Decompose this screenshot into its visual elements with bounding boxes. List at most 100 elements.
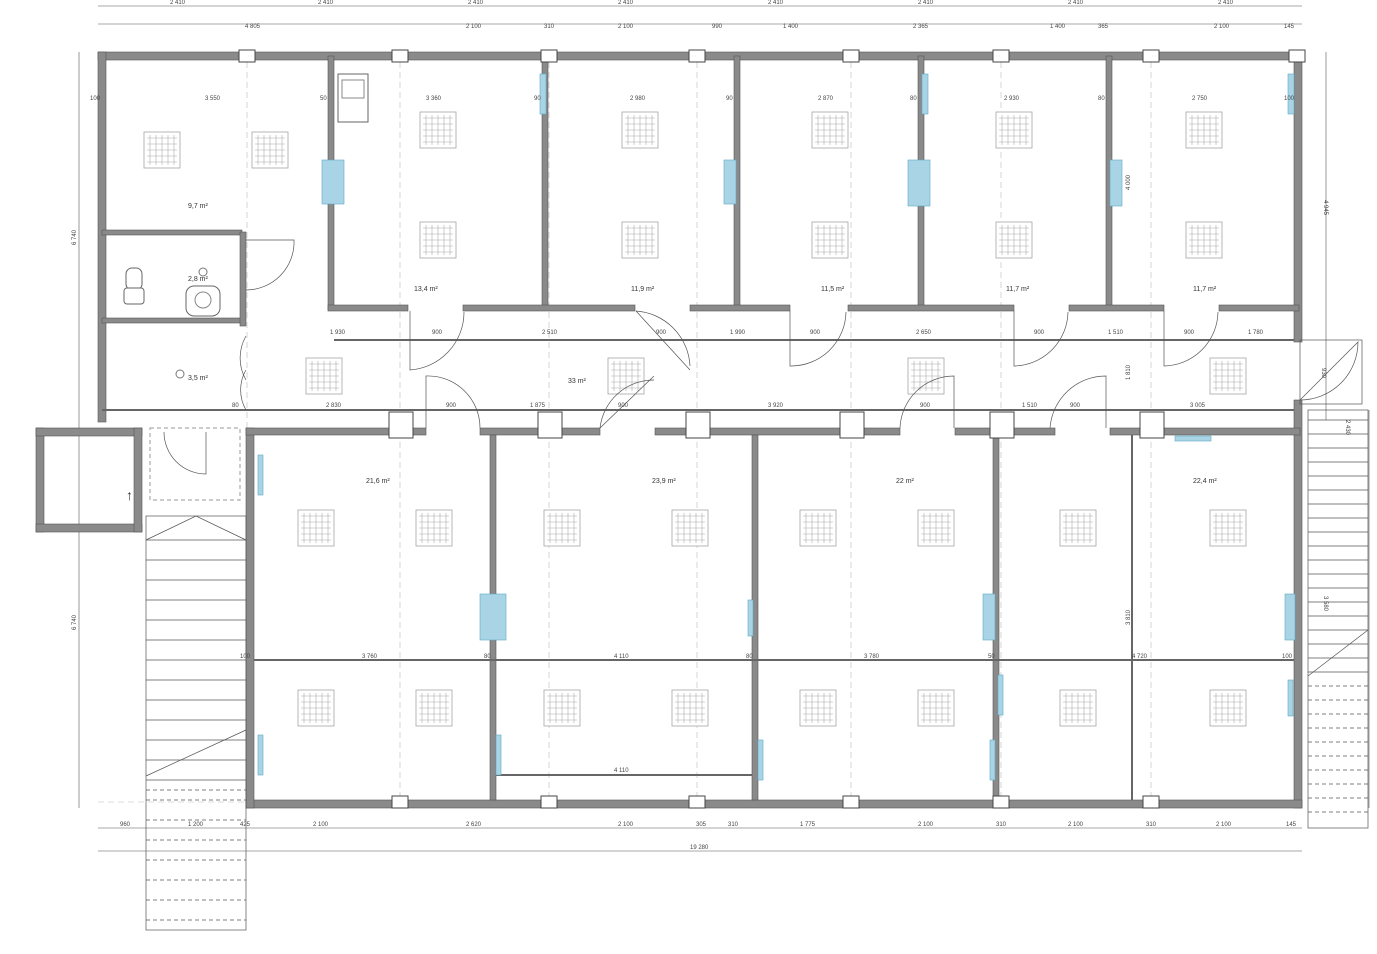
dim-label: 2 100 [618, 822, 634, 828]
skylight-window [415, 689, 453, 727]
dim-label: 2 930 [1004, 96, 1020, 102]
inner-dimension-labels: 100 3 550 50 3 360 90 2 980 90 2 870 80 … [90, 96, 1295, 774]
lower-partitions [102, 339, 1301, 801]
bottom-dimension-row: 960 1 200 425 2 100 2 620 2 100 305 310 … [120, 822, 1297, 851]
dim-label: 310 [544, 24, 555, 30]
dim-total-label: 19 280 [690, 845, 709, 851]
dim-label: 100 [90, 96, 101, 102]
dim-label: 145 [1286, 822, 1297, 828]
dim-label: 2 510 [542, 330, 558, 336]
dim-label: 425 [240, 822, 251, 828]
skylight-window [297, 509, 335, 547]
dim-label: 900 [810, 330, 821, 336]
area-wc: 2,8 m² [188, 276, 209, 283]
skylight-window [917, 509, 955, 547]
area-office-left: 9,7 m² [188, 203, 209, 210]
dim-label: 3 810 [1126, 609, 1132, 625]
dim-label: 2 100 [466, 24, 482, 30]
dim-label: 145 [1284, 24, 1295, 30]
dim-label: 310 [996, 822, 1007, 828]
dim-label: 365 [1098, 24, 1109, 30]
area-room-u5: 11,7 m² [1193, 286, 1217, 293]
dim-label: 90 [726, 96, 733, 102]
area-room-u2: 11,9 m² [631, 286, 655, 293]
skylight-window [419, 111, 457, 149]
dim-label: 900 [432, 330, 443, 336]
dim-label: 3 360 [426, 96, 442, 102]
dim-label: 2 620 [466, 822, 482, 828]
skylight-window [621, 111, 659, 149]
dim-label: 1 875 [530, 403, 546, 409]
skylight-window [995, 221, 1033, 259]
dim-label: 900 [446, 403, 457, 409]
dim-label: 50 [320, 96, 327, 102]
dim-label: 1 930 [330, 330, 346, 336]
dim-label: 990 [712, 24, 723, 30]
dim-label: 2 100 [618, 24, 634, 30]
dim-label: 2 410 [1218, 0, 1234, 6]
skylight-window [543, 509, 581, 547]
dim-label: 2 410 [618, 0, 634, 6]
area-room-l3: 22 m² [896, 478, 915, 485]
dim-label: 900 [1070, 403, 1081, 409]
dim-right-door: 930 [1320, 368, 1326, 379]
dim-label: 3 760 [362, 654, 378, 660]
dim-label: 4 720 [1132, 654, 1148, 660]
skylight-window [621, 221, 659, 259]
dim-label: 3 550 [205, 96, 221, 102]
area-room-u1: 13,4 m² [414, 286, 438, 293]
skylight-window [811, 111, 849, 149]
dim-left-upper: 6 740 [72, 229, 78, 245]
skylight-window [1059, 509, 1097, 547]
skylight-window [799, 689, 837, 727]
skylight-window [917, 689, 955, 727]
dim-label: 1 775 [800, 822, 816, 828]
skylight-window [1209, 357, 1247, 395]
dim-label: 1 990 [730, 330, 746, 336]
top-dimension-row-1: 2 410 2 410 2 410 2 410 2 410 2 410 2 41… [170, 0, 1234, 6]
dim-label: 90 [534, 96, 541, 102]
dim-label: 960 [120, 822, 131, 828]
dim-label: 2 100 [1216, 822, 1232, 828]
entrance-vestibule: ↑ [35, 427, 241, 533]
dim-label: 310 [728, 822, 739, 828]
windows [143, 111, 1247, 727]
skylight-window [1059, 689, 1097, 727]
dim-right-stair: 2 430 [1344, 420, 1350, 436]
area-corridor: 33 m² [568, 378, 587, 385]
dim-right-upper: 4 945 [1322, 200, 1328, 216]
skylight-window [907, 357, 945, 395]
dim-label: 2 870 [818, 96, 834, 102]
skylight-window [1209, 509, 1247, 547]
dim-label: 2 410 [1068, 0, 1084, 6]
skylight-window [671, 509, 709, 547]
skylight-window [995, 111, 1033, 149]
right-stairs [1307, 409, 1369, 829]
dim-label: 2 410 [170, 0, 186, 6]
dim-label: 1 810 [1126, 364, 1132, 380]
skylight-window [419, 221, 457, 259]
dim-label: 2 410 [768, 0, 784, 6]
dim-label: 3 780 [864, 654, 880, 660]
radiators [257, 73, 1296, 781]
dim-label: 100 [240, 654, 251, 660]
dim-label: 2 100 [1068, 822, 1084, 828]
dim-left-lower: 6 740 [72, 614, 78, 630]
skylight-window [415, 509, 453, 547]
entrance-arrow-icon: ↑ [126, 487, 133, 503]
dim-label: 2 830 [326, 403, 342, 409]
area-room-u3: 11,5 m² [821, 286, 845, 293]
area-room-u4: 11,7 m² [1006, 286, 1030, 293]
skylight-window [143, 131, 181, 169]
dim-right-lower: 3 580 [1322, 596, 1328, 612]
dim-label: 80 [232, 403, 239, 409]
dim-label: 1 780 [1248, 330, 1264, 336]
dim-label: 4 000 [1126, 174, 1132, 190]
dim-label: 80 [746, 654, 753, 660]
dim-label: 900 [1034, 330, 1045, 336]
dim-label: 1 400 [1050, 24, 1066, 30]
dim-label: 100 [1282, 654, 1293, 660]
skylight-window [543, 689, 581, 727]
dim-label: 2 100 [313, 822, 329, 828]
